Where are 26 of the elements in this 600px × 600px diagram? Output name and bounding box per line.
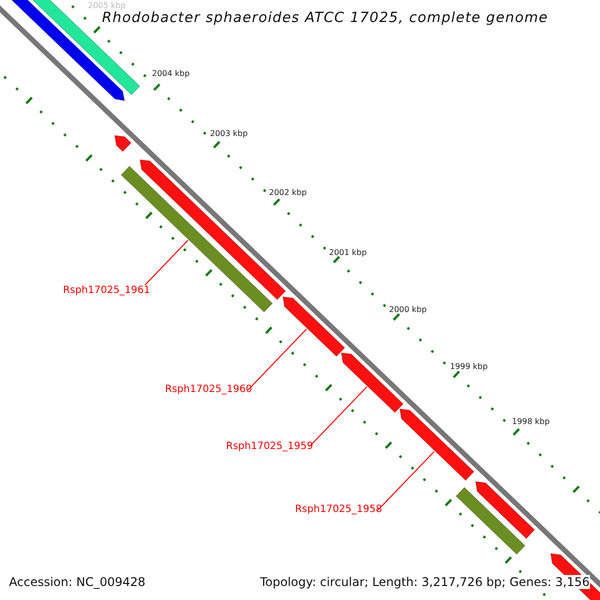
leader-line <box>144 240 188 286</box>
gene-label: Rsph17025_1958 <box>295 504 382 515</box>
tick-label: 2002 kbp <box>269 188 307 197</box>
tick-label: 2004 kbp <box>152 69 190 78</box>
tick-label: 1998 kbp <box>512 417 550 426</box>
tick-label: 1999 kbp <box>450 362 488 371</box>
gene-label: Rsph17025_1960 <box>165 384 252 395</box>
accession-text: Accession: NC_009428 <box>9 575 146 589</box>
gene-bar <box>282 296 346 357</box>
gene-bar <box>340 352 404 413</box>
title: Rhodobacter sphaeroides ATCC 17025, complete genome <box>102 10 548 26</box>
gene-bar <box>456 487 526 555</box>
leader-line <box>378 450 435 510</box>
genome-summary: Topology: circular; Length: 3,217,726 bp; Genes: 3,156 <box>260 575 590 589</box>
leader-line <box>310 386 368 446</box>
gene-label: Rsph17025_1961 <box>63 285 150 296</box>
gene-bar <box>399 408 474 481</box>
tick-label: 2005 kbp <box>88 1 126 10</box>
leader-line <box>248 328 308 390</box>
tick-label: 2003 kbp <box>210 129 248 138</box>
gene-bar <box>114 135 132 152</box>
gene-bar <box>550 553 600 600</box>
gene-bar <box>475 481 535 539</box>
tick-label: 2000 kbp <box>389 305 427 314</box>
tick-label: 2001 kbp <box>329 248 367 257</box>
gene-label: Rsph17025_1959 <box>226 441 314 452</box>
